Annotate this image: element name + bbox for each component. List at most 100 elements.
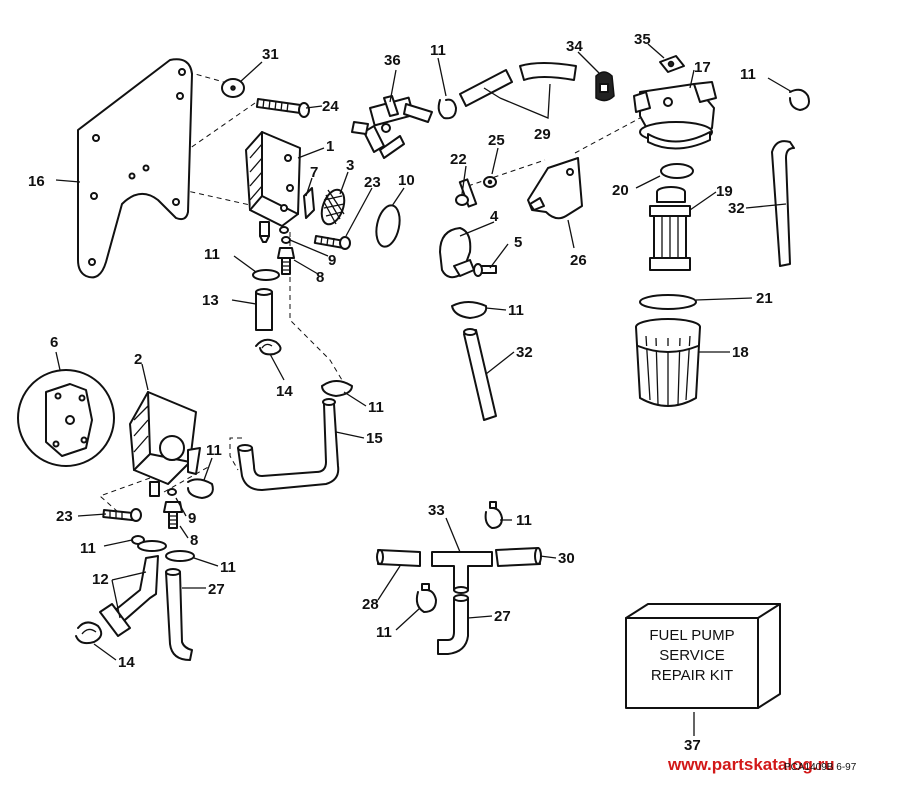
- callout-32: 32: [728, 200, 745, 217]
- washer-31: [221, 78, 245, 98]
- callout-8: 8: [316, 269, 324, 286]
- callout-11: 11: [220, 559, 236, 576]
- clip-14-lower: [75, 621, 103, 645]
- washer-25: [483, 176, 497, 188]
- callout-8: 8: [190, 532, 198, 549]
- clamp-11-top-right: [789, 88, 810, 111]
- kit-line-2: SERVICE: [659, 647, 725, 664]
- leader-lines: [55, 43, 793, 736]
- callout-13: 13: [202, 292, 219, 309]
- callout-24: 24: [322, 98, 339, 115]
- callout-19: 19: [716, 183, 733, 200]
- callout-6: 6: [50, 334, 58, 351]
- hose-28: [376, 549, 421, 567]
- callout-numbers: 31 36 11 34 35 17 11 24 1 29 25 22 16 7 …: [28, 31, 773, 754]
- kit-line-1: FUEL PUMP: [649, 627, 734, 644]
- callout-10: 10: [398, 172, 415, 189]
- valve-36: [351, 95, 433, 159]
- o-ring-9-lower: [167, 488, 177, 496]
- callout-11: 11: [80, 540, 96, 557]
- screw-23-upper: [313, 235, 351, 250]
- bracket-26: [527, 157, 583, 220]
- hose-32-right: [771, 140, 795, 267]
- watermark: www.partskatalog.ru: [667, 755, 835, 774]
- callout-11: 11: [368, 399, 384, 416]
- callout-15: 15: [366, 430, 383, 447]
- callout-11: 11: [204, 246, 220, 263]
- hose-12: [99, 555, 159, 637]
- washer-35: [659, 55, 685, 73]
- filter-head-17: [633, 81, 717, 150]
- hose-29-left: [459, 69, 513, 107]
- callout-35: 35: [634, 31, 651, 48]
- callout-33: 33: [428, 502, 445, 519]
- screw-22: [455, 178, 478, 208]
- fuel-pump-2: [129, 391, 201, 497]
- callout-31: 31: [262, 46, 279, 63]
- callout-30: 30: [558, 550, 575, 567]
- callout-11: 11: [740, 66, 756, 83]
- callout-11: 11: [376, 624, 392, 641]
- callout-27: 27: [494, 608, 511, 625]
- hose-29-right: [519, 62, 577, 81]
- callout-21: 21: [756, 290, 773, 307]
- callout-5: 5: [514, 234, 522, 251]
- callout-11: 11: [430, 42, 446, 59]
- o-ring-9-upper: [279, 226, 291, 244]
- callout-32: 32: [516, 344, 533, 361]
- clamp-11-t-bottom: [415, 583, 437, 613]
- hose-32-mid: [463, 328, 497, 421]
- callout-2: 2: [134, 351, 142, 368]
- filter-screen-3: [320, 188, 346, 226]
- clamp-11-upper-left: [252, 269, 280, 281]
- callout-27: 27: [208, 581, 225, 598]
- filter-bowl-18: [635, 318, 701, 407]
- callout-29: 29: [534, 126, 551, 143]
- callout-7: 7: [310, 164, 318, 181]
- callout-36: 36: [384, 52, 401, 69]
- clamp-11-lower-c: [165, 550, 195, 562]
- callout-18: 18: [732, 344, 749, 361]
- clip-14-upper: [255, 338, 282, 356]
- grommet-34: [595, 71, 615, 102]
- clamp-11-t-top: [484, 501, 503, 529]
- callout-9: 9: [328, 252, 336, 269]
- callout-20: 20: [612, 182, 629, 199]
- hose-30: [495, 547, 542, 567]
- o-ring-20: [660, 163, 694, 179]
- clamp-11-lower-b: [137, 540, 167, 552]
- screw-5: [473, 263, 497, 277]
- hose-15: [237, 398, 340, 491]
- hose-13: [255, 288, 273, 331]
- callout-23: 23: [56, 508, 73, 525]
- filter-element-19: [649, 186, 691, 271]
- fitting-8-upper: [277, 247, 295, 275]
- repair-kit-box-37: FUEL PUMP SERVICE REPAIR KIT: [625, 603, 781, 709]
- callout-14: 14: [118, 654, 135, 671]
- callout-23: 23: [364, 174, 381, 191]
- callout-1: 1: [326, 138, 334, 155]
- gasket-detail-6: [17, 369, 115, 467]
- callout-9: 9: [188, 510, 196, 527]
- callout-11: 11: [508, 302, 524, 319]
- t-connector-33: [431, 551, 493, 594]
- screw-24: [255, 98, 310, 118]
- callout-14: 14: [276, 383, 293, 400]
- callout-11: 11: [206, 442, 222, 459]
- callout-4: 4: [490, 208, 499, 225]
- callout-25: 25: [488, 132, 505, 149]
- fuel-pump-1: [245, 131, 301, 243]
- clamp-11-top: [437, 98, 457, 120]
- callout-12: 12: [92, 571, 109, 588]
- o-ring-10: [375, 204, 401, 248]
- callout-16: 16: [28, 173, 45, 190]
- callout-34: 34: [566, 38, 583, 55]
- callout-3: 3: [346, 157, 354, 174]
- kit-line-3: REPAIR KIT: [651, 667, 733, 684]
- callout-28: 28: [362, 596, 379, 613]
- bracket-plate-16: [77, 58, 193, 279]
- fitting-8-lower: [163, 501, 183, 529]
- hose-27-left: [165, 568, 193, 661]
- o-ring-21: [639, 294, 697, 310]
